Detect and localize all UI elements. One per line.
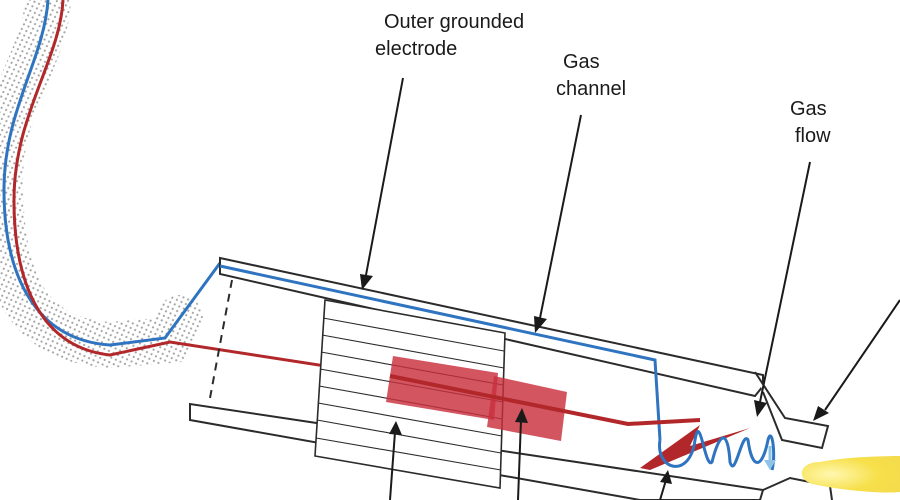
- central-electrode-rod: [389, 374, 701, 427]
- leader-arrows: [360, 77, 900, 500]
- upper-tube-wall: [219, 256, 764, 398]
- label-gas-flow-line-2: flow: [795, 125, 831, 147]
- discharge-coil: [658, 430, 776, 471]
- label-gas-channel-line-2: channel: [556, 78, 626, 100]
- inner-electrode-block-2: [487, 376, 567, 441]
- label-gas-flow: Gas flow: [790, 98, 832, 147]
- inlet-dashed-line: [209, 279, 233, 399]
- label-gas-channel: Gas channel: [556, 51, 626, 100]
- label-outer-electrode-line-1: Outer grounded: [384, 11, 524, 33]
- label-outer-electrode-line-2: electrode: [375, 38, 457, 60]
- label-gas-channel-line-1: Gas: [563, 51, 600, 73]
- outer-grounded-electrode: [219, 264, 662, 441]
- plasma-plume: [801, 456, 900, 493]
- gas-flow-arrow-small: [764, 446, 776, 470]
- nozzle-upper: [754, 371, 830, 450]
- label-gas-flow-line-1: Gas: [790, 98, 827, 120]
- blue-feed-wire: [2, 0, 222, 347]
- label-outer-electrode: Outer grounded electrode: [375, 11, 530, 60]
- red-feed-wire: [12, 0, 391, 378]
